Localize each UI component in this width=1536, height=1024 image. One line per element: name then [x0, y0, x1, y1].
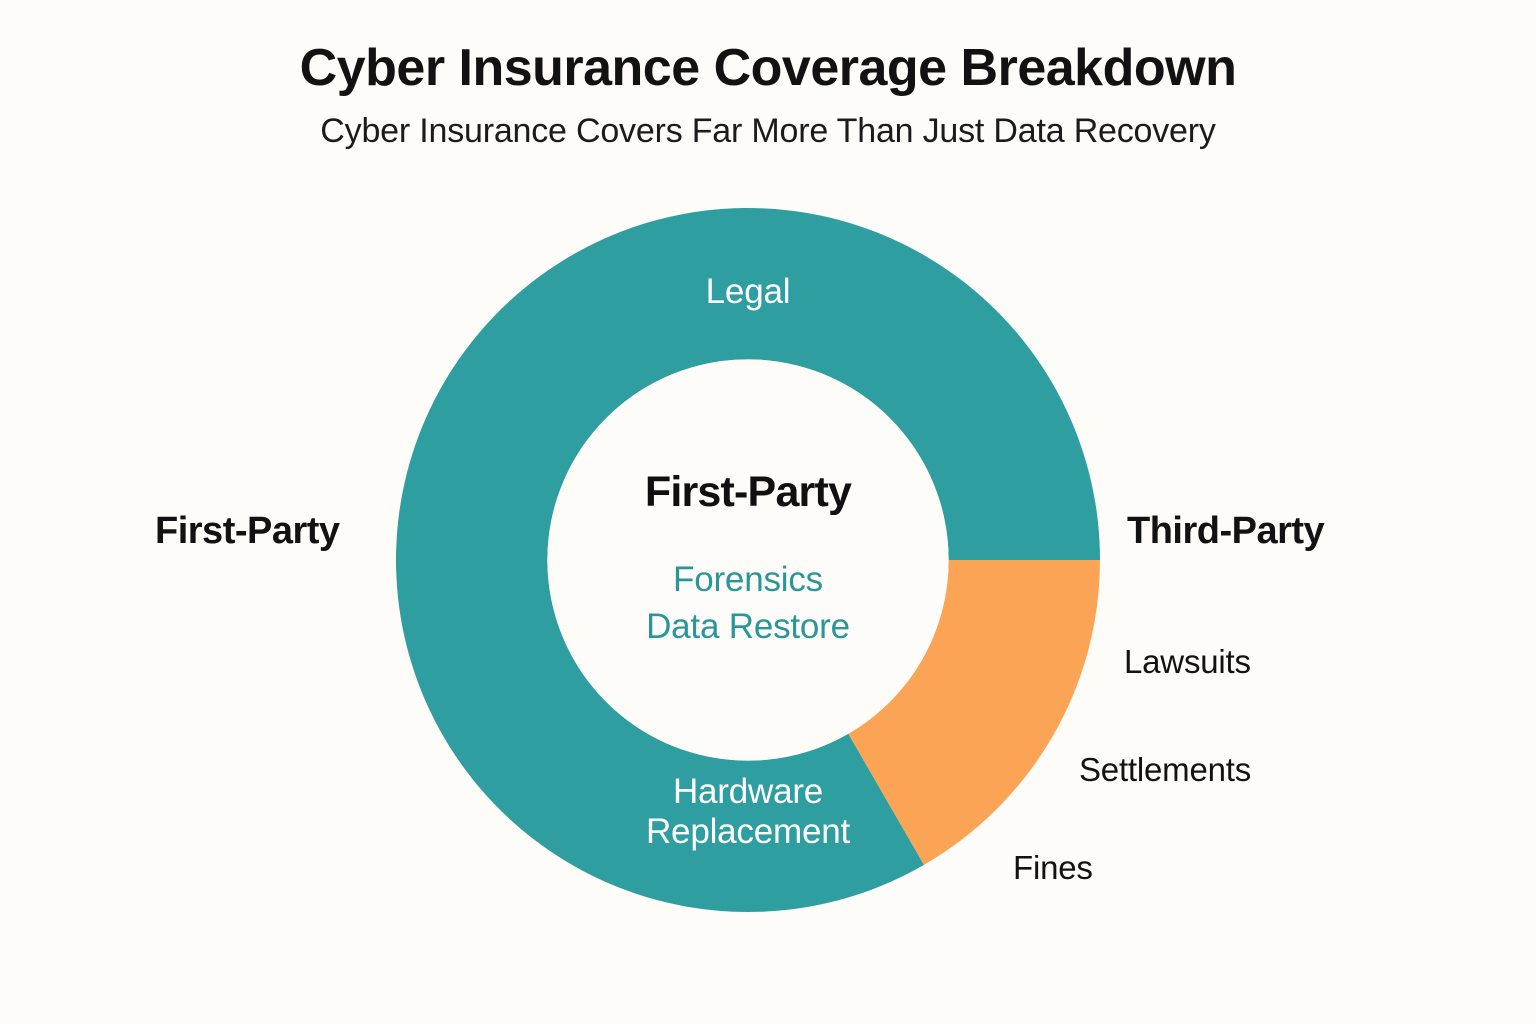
callout-first-party: First-Party: [155, 510, 340, 552]
page-subtitle: Cyber Insurance Covers Far More Than Jus…: [320, 112, 1216, 151]
donut-sector-first-party[interactable]: [396, 208, 1100, 912]
donut-sector-third-party[interactable]: [848, 560, 1100, 865]
chart-header: Cyber Insurance Coverage Breakdown Cyber…: [0, 0, 1536, 151]
donut-chart: [396, 208, 1100, 912]
page-title: Cyber Insurance Coverage Breakdown: [299, 39, 1237, 97]
donut-hole: [547, 359, 949, 761]
callout-settlements: Settlements: [1079, 751, 1252, 788]
donut-svg: [396, 208, 1100, 912]
callout-lawsuits: Lawsuits: [1124, 643, 1251, 680]
callout-fines: Fines: [1013, 849, 1093, 886]
callout-third-party: Third-Party: [1127, 510, 1325, 552]
